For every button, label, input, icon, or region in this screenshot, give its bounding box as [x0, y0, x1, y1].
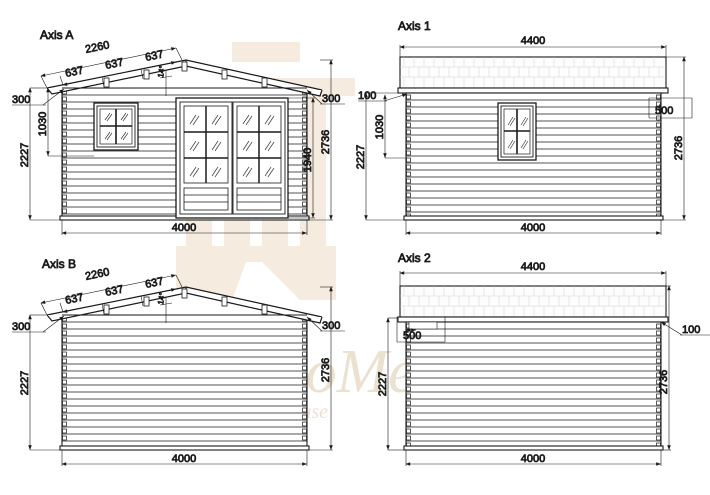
dim-roof-width-1	[399, 45, 667, 57]
dim-2227-2: 2227	[377, 372, 389, 396]
dim-width-b	[61, 450, 308, 466]
view-label-axis-b: Axis B	[42, 257, 76, 271]
roof-shingles	[400, 57, 666, 87]
dim-4400-1: 4400	[521, 35, 545, 47]
roof-shingles	[400, 286, 666, 316]
view-axis-a: 2260 637 637 637 14° 300 300	[12, 28, 345, 235]
view-axis-b: 2260 637 637 637 14° 300 300	[12, 257, 345, 466]
dim-wall-height-b	[28, 314, 60, 451]
dim-roof-chain	[40, 47, 183, 89]
dim-2227-b: 2227	[19, 371, 31, 395]
roof-slab	[399, 56, 667, 89]
dim-total-height-2	[663, 285, 671, 451]
dim-ridge-height-a	[309, 59, 333, 221]
dim-eave-1	[358, 93, 408, 102]
dim-500-1: 500	[655, 105, 673, 117]
base-plate	[59, 445, 310, 451]
dim-4000-b: 4000	[172, 453, 196, 465]
dim-2227-1: 2227	[355, 145, 367, 169]
dim-2736-a: 2736	[320, 130, 332, 154]
dim-1940-a: 1940	[302, 148, 314, 172]
dim-4400-2: 4400	[521, 261, 545, 273]
dim-roof-width-2	[399, 271, 667, 286]
dim-roof-seg-2: 637	[104, 56, 124, 71]
dim-4000-2: 4000	[521, 453, 545, 465]
dim-sill-1	[383, 94, 406, 159]
dim-width-2	[405, 450, 662, 466]
dim-roof-angle	[159, 297, 173, 323]
log-courses	[406, 328, 661, 442]
view-axis-1: 4400 100 2227 1030	[355, 19, 693, 235]
dim-roof-seg-1: 637	[64, 64, 84, 79]
glass-hatch	[507, 116, 529, 150]
view-label-axis-1: Axis 1	[398, 19, 431, 33]
glass-hatch	[104, 112, 129, 141]
dim-eave-2	[660, 321, 710, 336]
dim-100-1: 100	[358, 90, 376, 102]
dim-1030-a: 1030	[37, 112, 49, 136]
dim-roof-angle	[159, 70, 173, 96]
base-plate	[403, 445, 664, 451]
dim-sill-a	[46, 87, 94, 157]
view-label-axis-a: Axis A	[40, 28, 73, 42]
double-door	[175, 97, 289, 219]
dim-100-2: 100	[682, 324, 700, 336]
dim-roof-chain	[40, 274, 183, 316]
dim-roof-seg-3: 637	[144, 275, 164, 290]
dim-total-height-1	[663, 56, 686, 221]
dim-roof-seg-3: 637	[144, 48, 164, 63]
dim-4000-a: 4000	[172, 222, 196, 234]
dim-300-left-b: 300	[12, 321, 30, 333]
dim-wall-height-1	[364, 92, 404, 221]
view-label-axis-2: Axis 2	[398, 251, 431, 265]
dim-2227-a: 2227	[19, 143, 31, 167]
dim-roof-total: 2260	[84, 39, 110, 56]
dim-angle-a: 14°	[156, 65, 167, 78]
dim-300-left-a: 300	[12, 94, 30, 106]
dim-ridge-height-b	[309, 286, 333, 451]
fascia	[397, 316, 669, 323]
dim-wall-height-2	[386, 317, 404, 451]
wall-body	[61, 314, 308, 449]
dim-angle-b: 14°	[156, 292, 167, 305]
dim-4000-1: 4000	[521, 222, 545, 234]
base-plate	[403, 215, 664, 221]
fascia	[397, 87, 669, 94]
dim-roof-total: 2260	[84, 266, 110, 283]
glass-hatch	[189, 114, 275, 178]
log-courses	[62, 321, 307, 442]
corner-notches	[62, 316, 307, 441]
dim-width-1	[405, 220, 662, 235]
dim-2736-b: 2736	[320, 358, 332, 382]
roof-slab	[399, 285, 667, 318]
dim-ledge-2	[396, 316, 446, 343]
dim-2736-1: 2736	[673, 136, 685, 160]
dim-2736-2: 2736	[658, 370, 670, 394]
view-axis-2: 4400 500 2227 100	[377, 251, 710, 466]
dim-500-2: 500	[403, 330, 421, 342]
dim-1030-1: 1030	[374, 115, 386, 139]
dim-width-a	[61, 220, 308, 235]
window	[497, 102, 537, 161]
dim-roof-seg-2: 637	[104, 283, 124, 298]
dim-door-height	[288, 97, 315, 219]
dim-wall-height-a	[28, 87, 60, 221]
window	[93, 102, 139, 151]
dim-roof-seg-1: 637	[64, 291, 84, 306]
